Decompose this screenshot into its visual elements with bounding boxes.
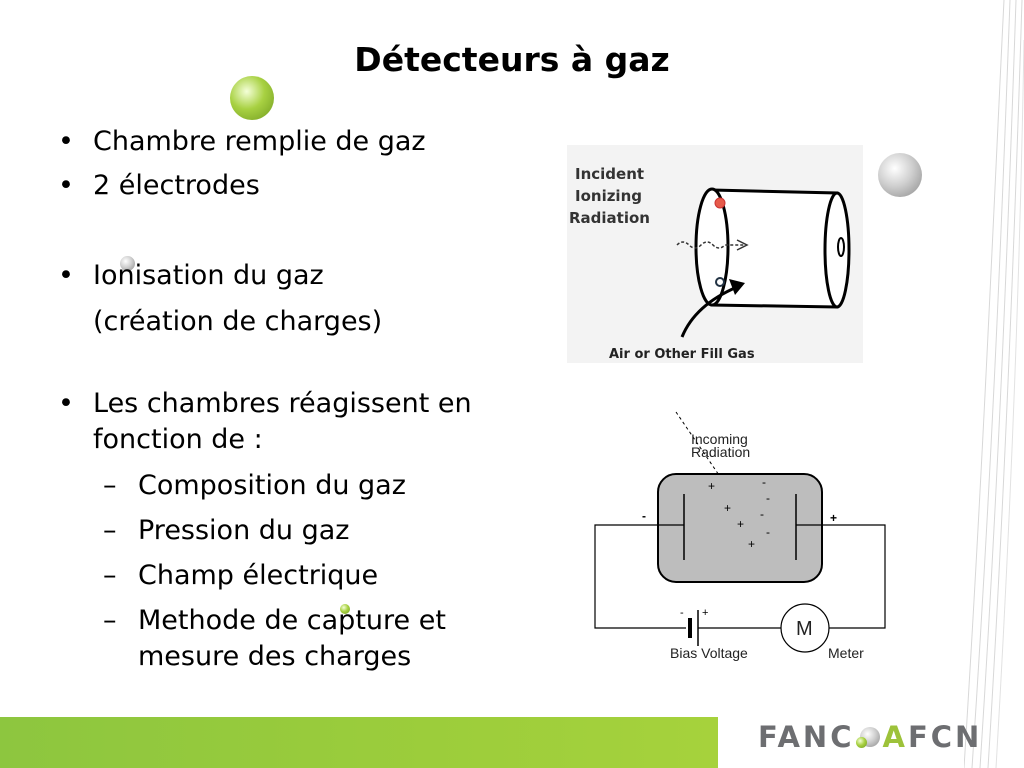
bullet-marker: • — [58, 126, 74, 157]
sub-bullet-item: –Composition du gaz — [58, 468, 528, 504]
cylinder-left-end — [694, 187, 730, 307]
gas-arrowhead — [729, 279, 745, 295]
footer-bar — [0, 717, 718, 768]
battery-minus: - — [680, 607, 684, 619]
fill-gas-label: Air or Other Fill Gas — [609, 347, 755, 362]
radiation-wave — [676, 241, 745, 249]
bullet-marker: • — [58, 388, 74, 419]
dash-marker: – — [103, 470, 117, 501]
sub-bullet-text: Pression du gaz — [138, 515, 350, 546]
bullet-text: Les chambres réagissent en — [93, 388, 472, 419]
negative-charge: - — [760, 507, 764, 521]
page-title: Détecteurs à gaz — [354, 40, 670, 79]
cylinder-right-end — [823, 191, 851, 309]
bullet-text: (création de charges) — [93, 306, 383, 337]
incident-label-line1: Incident — [575, 165, 644, 183]
incident-label-line3: Radiation — [569, 209, 650, 227]
bullet-continuation: fonction de : — [58, 422, 528, 458]
bullet-list: • Chambre remplie de gaz • 2 électrodes • I… — [58, 124, 528, 675]
circuit-wire-left — [594, 524, 686, 629]
battery-plus: + — [702, 607, 708, 619]
positive-charge: + — [724, 501, 731, 515]
logo-text-a: A — [882, 720, 908, 754]
bullet-item: • Les chambres réagissent en — [58, 386, 528, 422]
negative-charge: - — [766, 525, 770, 539]
bullet-marker: • — [58, 170, 74, 201]
dash-marker: – — [103, 605, 117, 636]
detector-circuit-figure: Incoming Radiation - + Bias Voltage M Me… — [594, 411, 886, 661]
bullet-text: 2 électrodes — [93, 170, 260, 201]
logo-text-left: FANC — [758, 720, 855, 754]
meter-label: Meter — [828, 645, 864, 661]
sub-bullet-text: Composition du gaz — [138, 470, 406, 501]
negative-charge: - — [766, 491, 770, 505]
bullet-marker: • — [58, 260, 74, 291]
fanc-afcn-logo: FANC A FCN — [758, 720, 982, 754]
positive-charge: + — [748, 537, 755, 551]
incoming-label-line2: Radiation — [691, 444, 750, 460]
bias-voltage-label: Bias Voltage — [670, 645, 748, 661]
bullet-item: • 2 électrodes — [58, 168, 528, 204]
sub-bullet-text: Champ électrique — [138, 560, 379, 591]
radiation-arrowhead — [736, 239, 749, 251]
bullet-item: • Chambre remplie de gaz — [58, 124, 528, 160]
right-polarity: + — [830, 511, 837, 525]
bullet-text: Ionisation du gaz — [93, 260, 324, 291]
negative-charge: - — [762, 475, 766, 489]
bullet-continuation: (création de charges) — [58, 304, 528, 340]
incoming-label-line1: Incoming — [691, 431, 748, 447]
sub-bullet-text: Methode de capture et — [138, 605, 446, 636]
small-grey-sphere-decoration — [120, 256, 135, 271]
positive-ion — [714, 197, 726, 209]
dash-marker: – — [103, 515, 117, 546]
meter-letter: M — [796, 618, 813, 640]
logo-text-right: FCN — [907, 720, 983, 754]
meter-symbol — [780, 603, 830, 653]
green-sphere-decoration — [230, 76, 274, 120]
logo-sphere-icon — [856, 725, 881, 749]
positive-charge: + — [708, 479, 715, 493]
bullet-text: fonction de : — [93, 424, 263, 455]
circuit-wire-right — [796, 524, 886, 629]
ionization-chamber-figure: Incident Ionizing Radiation Air or Other… — [567, 145, 863, 363]
negative-ion — [715, 277, 725, 287]
sub-bullet-continuation: mesure des charges — [58, 639, 528, 675]
gas-arrow — [680, 285, 738, 338]
bullet-item: • Ionisation du gaz — [58, 258, 528, 294]
electrode-end — [837, 237, 845, 257]
sub-bullet-item: –Champ électrique — [58, 558, 528, 594]
sub-bullet-item: –Methode de capture et — [58, 603, 528, 639]
bullet-text: Chambre remplie de gaz — [93, 126, 426, 157]
grey-sphere-decoration — [878, 153, 922, 197]
left-polarity: - — [642, 509, 646, 523]
positive-charge: + — [737, 517, 744, 531]
sub-bullet-text: mesure des charges — [138, 641, 412, 672]
chamber-body — [657, 473, 823, 583]
dash-marker: – — [103, 560, 117, 591]
incident-label-line2: Ionizing — [575, 187, 642, 205]
decorative-lines — [964, 0, 1024, 768]
sub-bullet-item: –Pression du gaz — [58, 513, 528, 549]
small-green-sphere-decoration — [340, 604, 350, 614]
